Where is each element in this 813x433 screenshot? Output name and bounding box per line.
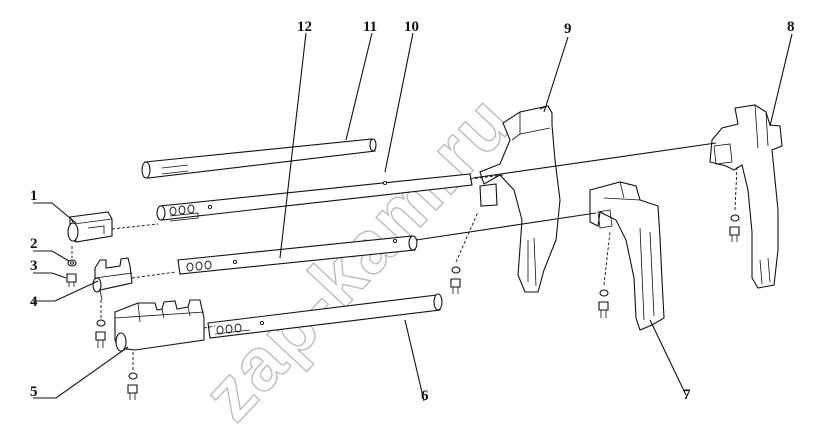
callout-8: 8 (787, 19, 795, 35)
part-12-rail (177, 235, 418, 275)
axis-line-2 (415, 212, 597, 241)
callout-11: 11 (363, 19, 377, 35)
leader-lines (33, 32, 793, 402)
callout-5: 5 (30, 384, 38, 400)
part-4-block (92, 257, 177, 348)
part-10-rail (156, 173, 473, 222)
callout-1: 1 (30, 188, 38, 204)
part-5-block (114, 299, 216, 400)
callout-4: 4 (30, 294, 38, 310)
part-1-block (67, 211, 159, 243)
part-8-fork (709, 104, 783, 289)
callout-9: 9 (564, 21, 572, 37)
part-3-bolt (66, 246, 77, 287)
callout-labels: 1 2 3 4 5 6 7 8 9 10 11 12 (30, 19, 795, 404)
part-6-rail (207, 293, 443, 339)
part-2-washer (67, 259, 77, 267)
callout-2: 2 (30, 236, 38, 252)
axis-line (472, 142, 717, 179)
callout-12: 12 (297, 19, 312, 35)
part-9-fork (450, 105, 561, 294)
callout-6: 6 (421, 388, 429, 404)
callout-3: 3 (30, 258, 38, 274)
part-7-fork (589, 181, 665, 331)
callout-7: 7 (683, 387, 691, 403)
part-11-rod (141, 138, 377, 179)
callout-10: 10 (404, 19, 419, 35)
